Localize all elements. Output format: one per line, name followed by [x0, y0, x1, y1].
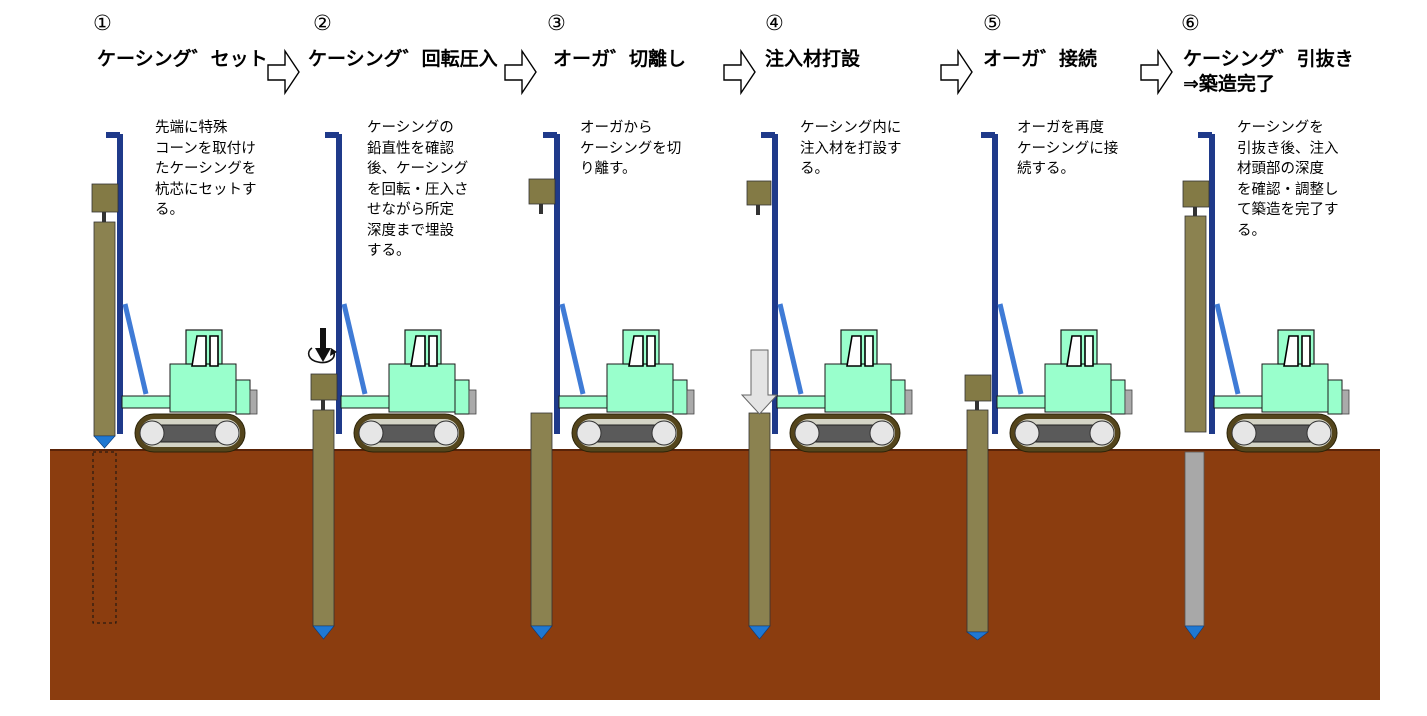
casing	[93, 221, 116, 437]
step-arrow-icon	[1140, 50, 1173, 94]
step-number: ①	[93, 11, 112, 35]
pile-driver-machine	[543, 132, 694, 452]
auger-head	[528, 178, 556, 205]
step-title: 注入材打設	[765, 48, 861, 70]
step-arrow-icon	[723, 50, 756, 94]
step-number: ⑥	[1181, 11, 1200, 35]
casing-tip-cone	[93, 435, 116, 449]
step-arrow-icon	[940, 50, 973, 94]
casing	[748, 412, 771, 627]
casing	[1184, 215, 1207, 433]
casing-hole-outline	[92, 451, 117, 624]
auger-head	[310, 373, 338, 401]
step-2-illustration	[307, 132, 476, 640]
casing	[530, 412, 553, 627]
rotation-arrow-icon	[307, 347, 336, 364]
step-title: ケーシング゛セット	[97, 48, 268, 70]
step-arrow-icon	[504, 50, 537, 94]
step-title: ケーシング゛回転圧入	[308, 48, 498, 70]
step-description: オーガから ケーシングを切 り離す。	[580, 120, 682, 177]
step-description: ケーシングの 鉛直性を確認 後、ケーシング を回転・圧入さ せながら所定 深度ま…	[367, 120, 469, 259]
completed-grout-pile	[1184, 451, 1205, 627]
step-title: オーガ゛切離し	[553, 48, 687, 70]
step-5-illustration	[964, 132, 1132, 641]
auger-rod	[539, 204, 543, 214]
step-number: ⑤	[983, 11, 1002, 35]
casing-tip-cone	[748, 625, 771, 640]
step-number: ③	[547, 11, 566, 35]
casing-tip-cone	[966, 631, 989, 641]
casing	[966, 409, 989, 633]
press-arrow-icon	[320, 328, 326, 350]
step-number: ②	[313, 11, 332, 35]
step-number: ④	[765, 11, 784, 35]
press-arrowhead-icon	[315, 348, 331, 362]
auger-head	[746, 180, 772, 206]
auger-rod	[756, 205, 760, 215]
auger-head	[964, 374, 992, 402]
auger-rod	[1193, 207, 1197, 216]
auger-head	[1182, 180, 1210, 208]
step-description: ケーシングを 引抜き後、注入 材頭部の深度 を確認・調整し て築造を完了す る。	[1237, 120, 1339, 239]
auger-rod	[975, 401, 979, 410]
auger-head	[91, 183, 119, 213]
auger-rod	[321, 400, 325, 410]
step-3-illustration	[528, 132, 694, 640]
casing	[312, 409, 335, 627]
pour-arrow-icon	[740, 349, 779, 415]
casing-tip-cone	[312, 625, 335, 640]
step-description: ケーシング内に 注入材を打設す る。	[800, 120, 902, 177]
step-4-illustration	[740, 132, 912, 640]
step-description: 先端に特殊 コーンを取付け たケーシングを 杭芯にセットす る。	[155, 120, 257, 218]
rotation-arrowhead-icon	[330, 348, 337, 356]
step-title: オーガ゛接続	[983, 48, 1098, 70]
casing-tip-cone	[530, 625, 553, 640]
pile-tip-cone	[1184, 625, 1205, 640]
auger-rod	[102, 212, 106, 222]
step-1-illustration	[91, 132, 257, 624]
ground	[50, 450, 1380, 700]
step-title: ケーシング゛引抜き ⇒築造完了	[1183, 48, 1354, 95]
step-arrow-icon	[267, 50, 300, 94]
step-6-illustration	[1182, 132, 1349, 640]
pile-driver-machine	[761, 132, 912, 452]
step-description: オーガを再度 ケーシングに接 続する。	[1017, 120, 1119, 177]
pile-driver-machine	[981, 132, 1132, 452]
